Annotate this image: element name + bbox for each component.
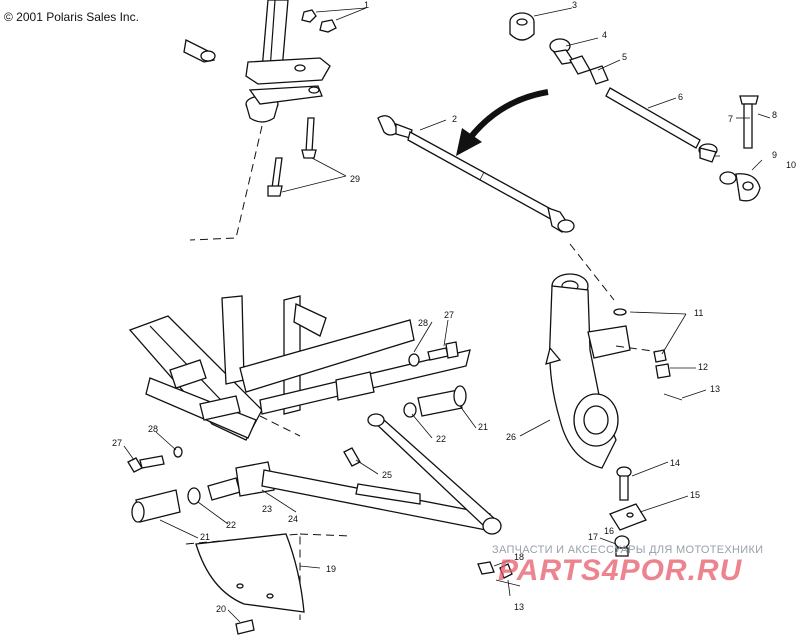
lower-hardware (477, 561, 521, 587)
callout-14: 14 (670, 458, 680, 468)
callout-28-left: 28 (148, 424, 158, 434)
watermark-subtitle: ЗАПЧАСТИ И АКСЕССУАРЫ ДЛЯ МОТОТЕХНИКИ (492, 544, 764, 556)
steering-post (189, 0, 331, 241)
callout-21-upper: 21 (478, 422, 488, 432)
callout-20: 20 (216, 604, 226, 614)
callout-27-right: 27 (444, 310, 454, 320)
callout-15: 15 (690, 490, 700, 500)
callout-19: 19 (326, 564, 336, 574)
callout-4: 4 (602, 30, 607, 40)
callout-23: 23 (262, 504, 272, 514)
a-arm-24 (235, 413, 502, 535)
callout-8: 8 (772, 110, 777, 120)
tie-rod-end-left (183, 39, 216, 63)
knuckle-hardware (613, 308, 683, 401)
callout-22-lower: 22 (226, 520, 236, 530)
callout-13-upper: 13 (710, 384, 720, 394)
leader-lines (123, 7, 771, 623)
bolts-29 (267, 117, 317, 197)
callout-13-lower: 13 (514, 602, 524, 612)
callout-1: 1 (364, 0, 369, 10)
callout-2: 2 (452, 114, 457, 124)
watermark-brand: PARTS4POR.RU (498, 554, 743, 587)
ball-joint (609, 466, 647, 557)
callout-labels: 1 2 3 4 5 6 7 8 9 10 11 12 13 13 14 15 1… (112, 0, 796, 614)
callout-11: 11 (694, 308, 703, 318)
callout-26: 26 (506, 432, 516, 442)
tie-rod-end-assembly (509, 12, 761, 202)
callout-5: 5 (622, 52, 627, 62)
tie-rod-2 (377, 115, 575, 233)
lock-nuts-1 (301, 9, 337, 33)
callout-7: 7 (728, 114, 733, 124)
pivot-tubes (131, 385, 467, 523)
callout-24: 24 (288, 514, 298, 524)
skid-guard-19 (185, 533, 351, 635)
callout-17: 17 (588, 532, 598, 542)
frame (128, 295, 471, 441)
callout-28-right: 28 (418, 318, 428, 328)
callout-10: 10 (786, 160, 796, 170)
callout-16: 16 (604, 526, 614, 536)
callout-6: 6 (678, 92, 683, 102)
callout-18: 18 (514, 552, 524, 562)
frame-bolt-27 (127, 341, 459, 473)
steering-knuckle-26 (545, 243, 661, 469)
callout-9: 9 (772, 150, 777, 160)
callout-25: 25 (382, 470, 392, 480)
callout-27-left: 27 (112, 438, 122, 448)
callout-21-lower: 21 (200, 532, 210, 542)
callout-29: 29 (350, 174, 360, 184)
copyright-notice: © 2001 Polaris Sales Inc. (4, 10, 139, 24)
callout-12: 12 (698, 362, 708, 372)
direction-arrow (456, 89, 549, 156)
callout-3: 3 (572, 0, 577, 10)
callout-22-upper: 22 (436, 434, 446, 444)
